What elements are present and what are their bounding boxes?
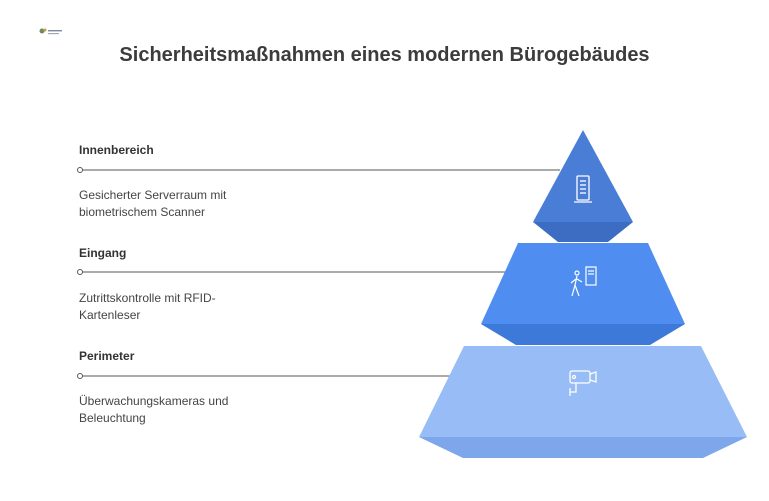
connector-dot-eingang — [77, 269, 83, 275]
connector-dot-perimeter — [77, 373, 83, 379]
security-camera-icon — [569, 370, 597, 396]
layer-heading-innenbereich: Innenbereich — [79, 143, 154, 157]
page-title: Sicherheitsmaßnahmen eines modernen Büro… — [119, 44, 650, 66]
layer-description-perimeter: Überwachungskameras und Beleuchtung — [79, 394, 229, 425]
pyramid-tier-innenbereich — [533, 130, 633, 242]
layer-eingang: Eingang Zutrittskontrolle mit RFID-Karte… — [79, 246, 319, 324]
person-entering-door-icon — [570, 266, 597, 297]
logo — [39, 28, 62, 35]
layer-description-innenbereich: Gesicherter Serverraum mit biometrischem… — [79, 188, 227, 219]
pyramid-tier-perimeter — [419, 346, 747, 458]
layer-innenbereich: Innenbereich Gesicherter Serverraum mit … — [79, 143, 319, 221]
layer-heading-perimeter: Perimeter — [79, 349, 135, 363]
pyramid-tier-eingang — [481, 243, 685, 345]
connector-dot-innenbereich — [77, 167, 83, 173]
layer-heading-eingang: Eingang — [79, 246, 127, 260]
layer-description-eingang: Zutrittskontrolle mit RFID-Kartenleser — [79, 291, 216, 322]
layer-perimeter: Perimeter Überwachungskameras und Beleuc… — [79, 349, 319, 427]
server-rack-icon — [574, 175, 592, 203]
